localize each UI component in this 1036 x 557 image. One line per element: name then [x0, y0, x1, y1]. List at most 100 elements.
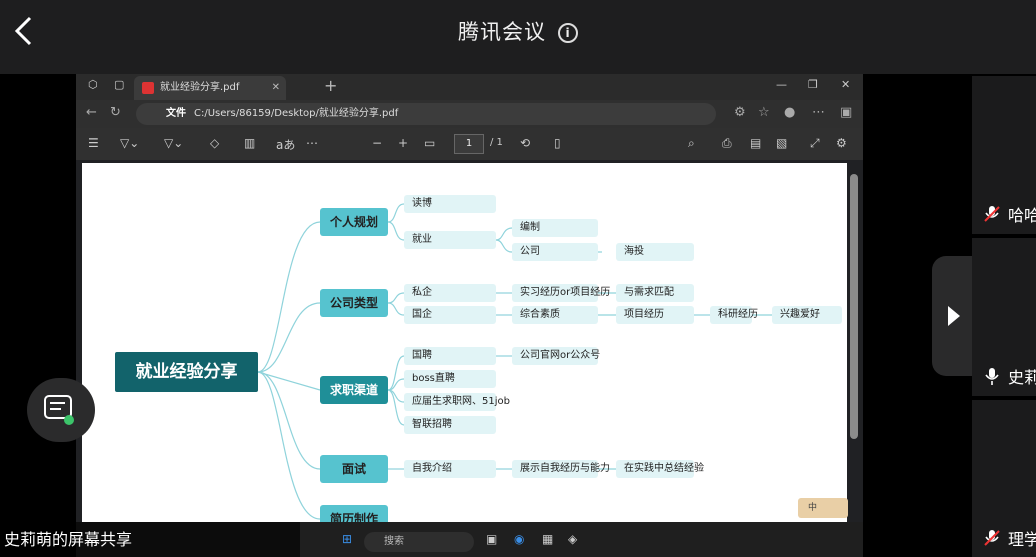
mic-muted-icon: [984, 530, 1000, 546]
mindmap-leaf: 公司官网or公众号: [512, 347, 600, 365]
page-current: 1: [465, 138, 473, 149]
participant-label: 哈哈: [982, 202, 1036, 226]
close-window-icon[interactable]: ✕: [841, 78, 851, 91]
workspaces-icon[interactable]: ⬡: [88, 78, 98, 91]
mindmap-node: 面试: [320, 455, 388, 483]
mindmap-leaf: 智联招聘: [404, 416, 496, 434]
mindmap-leaf: 科研经历: [710, 306, 758, 324]
extensions-icon[interactable]: ⚙: [734, 105, 746, 120]
page-total: / 1: [490, 137, 503, 148]
mindmap-node: 公司类型: [320, 289, 388, 317]
read-aloud-icon[interactable]: aあ: [276, 138, 296, 152]
mindmap-leaf: 私企: [404, 284, 496, 302]
mindmap-leaf: 与需求匹配: [616, 284, 694, 302]
participant-tile[interactable]: 理学: [972, 400, 1036, 557]
print-icon[interactable]: ⎙: [722, 136, 732, 150]
mindmap-leaf: boss直聘: [404, 370, 496, 388]
top-bar: 腾讯会议 i: [0, 0, 1036, 74]
pdf-toolbar: ☰ ▽⌄ ▽⌄ ◇ ▥ aあ ⋯ − + ▭ 1 / 1 ⟲ ▯ ⌕ ⎙ ▤ ▧…: [76, 128, 863, 160]
page-view-icon[interactable]: ▯: [554, 136, 561, 150]
mindmap-leaf: 项目经历: [616, 306, 694, 324]
favorites-icon[interactable]: ☆: [758, 105, 770, 120]
play-arrow-icon: [948, 306, 960, 326]
expand-panel-button[interactable]: [932, 256, 972, 376]
ime-indicator[interactable]: 中: [798, 498, 848, 518]
refresh-icon[interactable]: ↻: [110, 105, 121, 120]
participant-tile[interactable]: 哈哈: [972, 76, 1036, 234]
windows-start-icon[interactable]: ⊞: [342, 532, 353, 546]
more-icon[interactable]: ⋯: [812, 105, 825, 120]
back-icon[interactable]: ←: [86, 105, 97, 120]
pdf-file-icon: [142, 82, 154, 94]
chat-button[interactable]: [27, 378, 95, 442]
participant-name: 哈哈: [1008, 206, 1036, 225]
mindmap-leaf: 海投: [616, 243, 694, 261]
mindmap-node: 求职渠道: [320, 376, 388, 404]
mindmap-leaf: 就业: [404, 231, 496, 249]
close-tab-icon[interactable]: ✕: [271, 82, 280, 93]
tab-pdf[interactable]: 就业经验分享.pdf ✕: [134, 76, 286, 100]
fit-page-icon[interactable]: ▭: [424, 136, 436, 150]
profile-icon[interactable]: ●: [784, 105, 796, 120]
mindmap-leaf: 应届生求职网、51job: [404, 393, 510, 411]
taskbar-search-text: 搜索: [384, 536, 404, 547]
pdf-scrollbar[interactable]: [850, 174, 858, 439]
minimize-icon[interactable]: —: [776, 78, 787, 91]
participant-tile[interactable]: 史莉: [972, 238, 1036, 396]
participant-label: 理学: [982, 526, 1036, 550]
mindmap-connectors: [257, 203, 772, 520]
sidebar-icon[interactable]: ▣: [840, 105, 853, 120]
participant-name: 史莉: [1008, 368, 1036, 387]
mindmap-leaf: 公司: [512, 243, 598, 261]
view-icon[interactable]: ▥: [244, 136, 256, 150]
pdf-page: 就业经验分享 个人规划 公司类型 求职渠道 面试 简历制作 读博 就业 编制 公…: [82, 163, 847, 533]
participant-name: 理学: [1008, 530, 1036, 549]
page-number-input[interactable]: 1: [454, 134, 484, 154]
zoom-out-icon[interactable]: −: [372, 136, 383, 150]
app-title: 腾讯会议 i: [0, 16, 1036, 46]
mindmap-leaf: 编制: [512, 219, 598, 237]
mic-muted-icon: [984, 206, 1000, 222]
file-label: 文件: [166, 108, 186, 119]
mindmap-leaf: 自我介绍: [404, 460, 496, 478]
url-text: C:/Users/86159/Desktop/就业经验分享.pdf: [194, 108, 399, 119]
app-icon[interactable]: ▦: [542, 532, 554, 546]
draw-icon[interactable]: ▽⌄: [164, 136, 184, 150]
participant-label: 史莉: [982, 364, 1036, 388]
back-arrow-icon[interactable]: [12, 14, 36, 48]
app-icon[interactable]: ◈: [568, 532, 578, 546]
save-as-icon[interactable]: ▧: [776, 136, 788, 150]
new-tab-icon[interactable]: +: [324, 76, 338, 95]
mindmap-leaf: 国企: [404, 306, 496, 324]
mindmap-leaf: 兴趣爱好: [772, 306, 842, 324]
fullscreen-icon[interactable]: ⤢: [810, 136, 820, 150]
eraser-icon[interactable]: ◇: [210, 136, 220, 150]
zoom-in-icon[interactable]: +: [398, 136, 409, 150]
mindmap-root: 就业经验分享: [115, 352, 258, 392]
save-icon[interactable]: ▤: [750, 136, 762, 150]
edge-icon[interactable]: ◉: [514, 532, 525, 546]
info-icon[interactable]: i: [558, 23, 578, 43]
rotate-icon[interactable]: ⟲: [520, 136, 531, 150]
mindmap-node: 个人规划: [320, 208, 388, 236]
search-icon[interactable]: ⌕: [688, 136, 695, 150]
taskbar-search[interactable]: 搜索: [364, 532, 474, 552]
mindmap-leaf: 读博: [404, 195, 496, 213]
contents-icon[interactable]: ☰: [88, 136, 99, 150]
url-input[interactable]: 文件 C:/Users/86159/Desktop/就业经验分享.pdf: [136, 103, 716, 125]
app-title-text: 腾讯会议: [458, 20, 546, 44]
chat-icon: [44, 395, 74, 425]
shared-screen: ⬡ ▢ 就业经验分享.pdf ✕ + — ❐ ✕ ← ↻ 文件 C:/Users/…: [76, 74, 863, 557]
task-view-icon[interactable]: ▣: [486, 532, 498, 546]
highlight-icon[interactable]: ▽⌄: [120, 136, 140, 150]
settings-icon[interactable]: ⚙: [836, 136, 847, 150]
mic-icon: [985, 368, 999, 385]
restore-icon[interactable]: ❐: [808, 78, 818, 91]
mindmap-leaf: 综合素质: [512, 306, 598, 324]
ime-text: 中: [808, 503, 818, 513]
mindmap-leaf: 展示自我经历与能力: [512, 460, 610, 478]
tab-actions-icon[interactable]: ▢: [114, 78, 125, 91]
mindmap-leaf: 国聘: [404, 347, 496, 365]
pdf-more-icon[interactable]: ⋯: [306, 136, 318, 150]
